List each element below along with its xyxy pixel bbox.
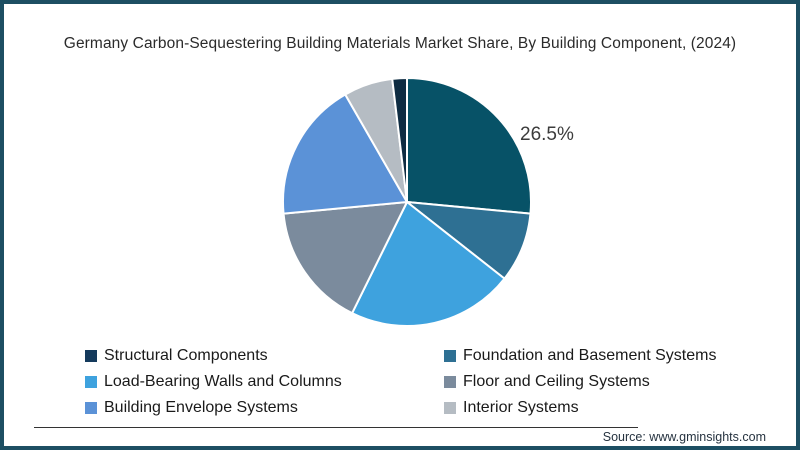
legend-label-load-bearing-walls-columns: Load-Bearing Walls and Columns: [104, 373, 342, 390]
legend: Structural Components Foundation and Bas…: [85, 346, 745, 417]
pie-slice-2: [351, 201, 506, 327]
chart-title: Germany Carbon-Sequestering Building Mat…: [63, 35, 737, 52]
legend-item-load-bearing-walls-columns: Load-Bearing Walls and Columns: [85, 372, 444, 391]
legend-item-floor-ceiling-systems: Floor and Ceiling Systems: [444, 372, 745, 391]
legend-label-building-envelope-systems: Building Envelope Systems: [104, 399, 298, 416]
legend-swatch-building-envelope-systems: [85, 401, 97, 414]
pie-chart: [282, 76, 532, 327]
legend-swatch-load-bearing-walls-columns: [85, 375, 97, 388]
pie-slice-0: [406, 77, 532, 215]
legend-swatch-floor-ceiling-systems: [444, 375, 456, 388]
source-text: Source: www.gminsights.com: [602, 430, 766, 444]
legend-label-interior-systems: Interior Systems: [463, 399, 579, 416]
legend-swatch-foundation-basement-systems: [444, 349, 456, 362]
slice-data-label: 26.5%: [520, 124, 574, 145]
legend-label-structural-components: Structural Components: [104, 347, 268, 364]
pie-slice-4: [282, 93, 408, 215]
pie-slice-3: [282, 201, 408, 315]
legend-item-interior-systems: Interior Systems: [444, 398, 745, 417]
legend-swatch-structural-components: [85, 349, 97, 362]
legend-item-structural-components: Structural Components: [85, 346, 444, 365]
source-divider-line: [34, 427, 638, 428]
legend-item-building-envelope-systems: Building Envelope Systems: [85, 398, 444, 417]
legend-item-foundation-basement-systems: Foundation and Basement Systems: [444, 346, 745, 365]
legend-label-floor-ceiling-systems: Floor and Ceiling Systems: [463, 373, 650, 390]
legend-label-foundation-basement-systems: Foundation and Basement Systems: [463, 347, 717, 364]
legend-swatch-interior-systems: [444, 401, 456, 414]
pie-slice-6: [391, 76, 408, 203]
